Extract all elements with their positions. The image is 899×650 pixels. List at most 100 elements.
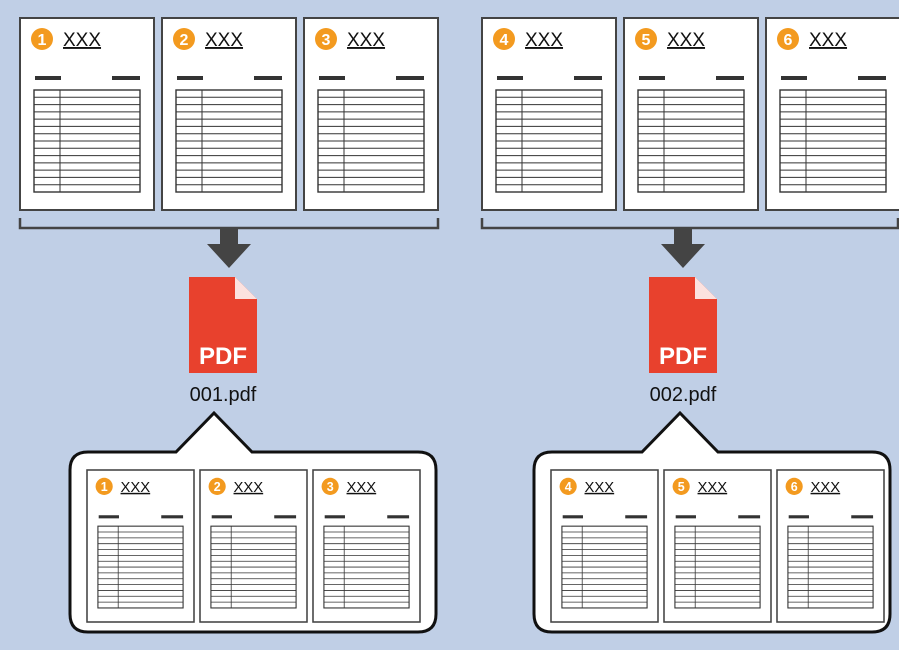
- page-number-badge: [635, 28, 657, 50]
- page-sheet: [550, 469, 659, 623]
- page-table: [779, 89, 887, 193]
- header-bar-right: [254, 76, 282, 80]
- header-bar-right: [574, 76, 602, 80]
- document-page: 1 XXX: [19, 17, 155, 211]
- page-table: [210, 525, 297, 609]
- header-bar-right: [851, 515, 874, 519]
- pdf-file-icon: PDF: [649, 277, 717, 373]
- pdf-dog-ear: [235, 277, 257, 299]
- page-number: 2: [214, 480, 221, 494]
- page-sheet: [86, 469, 195, 623]
- page-table: [323, 525, 410, 609]
- header-bar-right: [396, 76, 424, 80]
- page-number-badge: [777, 28, 799, 50]
- header-bar-left: [497, 76, 523, 80]
- page-title: XXX: [234, 480, 264, 496]
- page-title: XXX: [525, 30, 563, 51]
- header-bar-left: [788, 515, 809, 519]
- document-page: 3 XXX: [303, 17, 439, 211]
- document-page: 3 XXX: [312, 469, 421, 623]
- document-page: 5 XXX: [623, 17, 759, 211]
- document-page: 2 XXX: [161, 17, 297, 211]
- page-table: [317, 89, 425, 193]
- header-bar-right: [387, 515, 410, 519]
- pdf-label: PDF: [659, 343, 707, 370]
- page-sheet: [312, 469, 421, 623]
- page-sheet: [481, 17, 617, 211]
- header-bar-left: [324, 515, 345, 519]
- page-number-badge: [208, 477, 226, 495]
- page-number: 6: [791, 480, 798, 494]
- page-number-badge: [173, 28, 195, 50]
- page-number-badge: [321, 477, 339, 495]
- page-number: 2: [180, 32, 189, 49]
- page-table: [175, 89, 283, 193]
- page-number: 6: [784, 32, 793, 49]
- page-number-badge: [31, 28, 53, 50]
- page-sheet: [765, 17, 899, 211]
- page-title: XXX: [698, 480, 728, 496]
- header-bar-left: [177, 76, 203, 80]
- page-number: 4: [500, 32, 509, 49]
- page-title: XXX: [205, 30, 243, 51]
- page-title: XXX: [667, 30, 705, 51]
- pdf-document-shape: [189, 277, 257, 373]
- header-bar-left: [211, 515, 232, 519]
- pdf-filename: 002.pdf: [650, 384, 717, 406]
- pdf-document-shape: [649, 277, 717, 373]
- header-bar-right: [274, 515, 297, 519]
- page-title: XXX: [811, 480, 841, 496]
- page-title: XXX: [809, 30, 847, 51]
- page-sheet: [19, 17, 155, 211]
- group-bracket: [480, 218, 899, 230]
- page-number: 3: [327, 480, 334, 494]
- pdf-filename: 001.pdf: [190, 384, 257, 406]
- page-sheet: [303, 17, 439, 211]
- page-number-badge: [315, 28, 337, 50]
- page-table: [637, 89, 745, 193]
- page-number-badge: [559, 477, 577, 495]
- page-table: [97, 525, 184, 609]
- page-sheet: [663, 469, 772, 623]
- page-number: 5: [678, 480, 685, 494]
- document-page: 1 XXX: [86, 469, 195, 623]
- page-number-badge: [672, 477, 690, 495]
- document-page: 6 XXX: [776, 469, 885, 623]
- header-bar-left: [319, 76, 345, 80]
- header-bar-left: [35, 76, 61, 80]
- page-sheet: [623, 17, 759, 211]
- header-bar-left: [98, 515, 119, 519]
- document-page: 6 XXX: [765, 17, 899, 211]
- page-number-badge: [785, 477, 803, 495]
- page-table: [674, 525, 761, 609]
- page-table: [495, 89, 603, 193]
- page-title: XXX: [347, 480, 377, 496]
- header-bar-right: [738, 515, 761, 519]
- page-title: XXX: [585, 480, 615, 496]
- page-table: [33, 89, 141, 193]
- header-bar-left: [675, 515, 696, 519]
- page-table: [787, 525, 874, 609]
- page-number-badge: [95, 477, 113, 495]
- page-title: XXX: [121, 480, 151, 496]
- page-table: [561, 525, 648, 609]
- page-title: XXX: [347, 30, 385, 51]
- page-number: 1: [38, 32, 47, 49]
- header-bar-left: [781, 76, 807, 80]
- pdf-file-icon: PDF: [189, 277, 257, 373]
- down-arrow-icon: [207, 229, 251, 268]
- header-bar-right: [716, 76, 744, 80]
- page-sheet: [776, 469, 885, 623]
- header-bar-left: [639, 76, 665, 80]
- page-number: 3: [322, 32, 331, 49]
- page-sheet: [199, 469, 308, 623]
- page-title: XXX: [63, 30, 101, 51]
- document-page: 4 XXX: [481, 17, 617, 211]
- header-bar-right: [112, 76, 140, 80]
- document-page: 5 XXX: [663, 469, 772, 623]
- page-sheet: [161, 17, 297, 211]
- page-number: 5: [642, 32, 651, 49]
- page-number: 1: [101, 480, 108, 494]
